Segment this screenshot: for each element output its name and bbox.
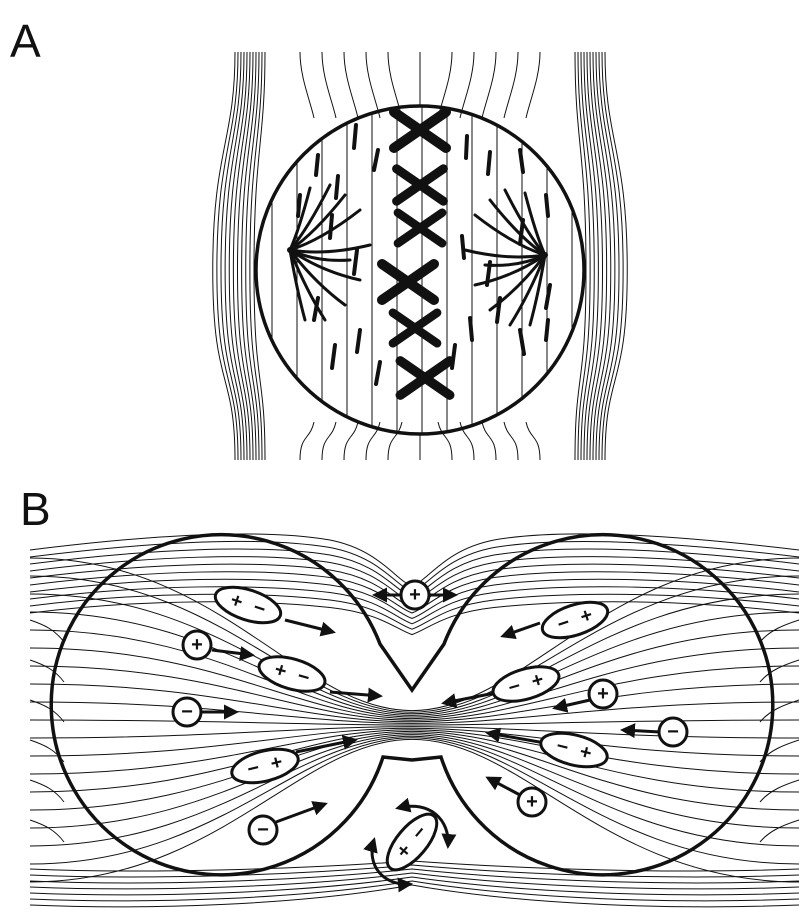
field-line-icon — [344, 52, 358, 118]
field-line-icon — [596, 52, 615, 460]
field-line-icon — [760, 700, 799, 722]
plus-sign: + — [597, 683, 609, 705]
field-line-icon — [504, 52, 518, 118]
field-line-icon — [504, 422, 518, 460]
field-line-icon — [30, 733, 799, 810]
arrow-icon — [276, 804, 325, 822]
field-line-icon — [30, 881, 799, 901]
panel-a-cell — [213, 52, 628, 460]
field-line-icon — [217, 52, 238, 460]
plus-sign: + — [409, 584, 421, 606]
chromosome-icon — [452, 345, 455, 368]
field-line-icon — [602, 52, 623, 460]
field-line-icon — [229, 52, 247, 460]
chromosome-icon — [336, 176, 338, 198]
chromosome-icon — [330, 215, 332, 238]
field-line-icon — [30, 660, 64, 682]
field-line-icon — [30, 612, 799, 715]
plus-sign: + — [191, 634, 203, 656]
field-line-icon — [438, 422, 452, 460]
dipole-ellipse — [255, 650, 329, 698]
minus-sign: − — [257, 819, 269, 841]
chromosome-icon — [332, 345, 335, 368]
arrow-icon — [212, 650, 252, 655]
field-line-icon — [482, 52, 496, 118]
panel-a-outer-field-lines — [213, 52, 628, 460]
chromosome-icon — [374, 150, 378, 170]
field-line-icon — [30, 684, 799, 722]
field-line-icon — [225, 52, 244, 460]
arrow-icon — [503, 623, 540, 636]
field-line-icon — [300, 422, 314, 460]
chromosome-icon — [462, 236, 464, 258]
panel-b-dividing-cell: ++−+−−++−−−+−+−++−++− — [30, 534, 799, 907]
dipole-icon: −+ — [537, 727, 610, 773]
chromosome-icon — [354, 250, 357, 274]
field-line-icon — [344, 422, 358, 460]
chromosome-icon — [298, 195, 300, 216]
field-line-icon — [593, 52, 611, 460]
field-line-icon — [30, 735, 799, 828]
dipole-ellipse — [228, 743, 301, 789]
field-line-icon — [388, 422, 402, 460]
field-line-icon — [300, 52, 314, 118]
chromosome-icon — [376, 362, 380, 384]
chromosome-icon — [520, 150, 523, 172]
arrow-icon — [444, 692, 500, 703]
field-line-icon — [366, 52, 380, 118]
field-line-icon — [322, 52, 336, 118]
minus-sign: − — [667, 721, 679, 743]
field-line-icon — [605, 52, 627, 460]
spindle-poles-group — [287, 185, 548, 325]
field-line-icon — [213, 52, 235, 460]
field-line-icon — [30, 820, 64, 842]
dipole-icon: −+ — [228, 743, 301, 789]
chromosomes-group — [298, 112, 550, 395]
field-line-icon — [526, 52, 540, 118]
field-line-icon — [760, 660, 799, 682]
field-line-icon — [460, 52, 474, 118]
dipole-ellipse — [537, 727, 610, 773]
field-line-icon — [760, 820, 799, 842]
arrow-icon — [330, 692, 380, 696]
arrow-icon — [285, 620, 333, 632]
field-line-icon — [526, 422, 540, 460]
chromosome-icon — [354, 125, 356, 148]
field-line-icon — [322, 422, 336, 460]
dipole-ellipse — [489, 660, 563, 708]
plus-sign: + — [526, 791, 538, 813]
field-line-icon — [30, 648, 799, 719]
chromosome-icon — [470, 318, 472, 340]
chromosome-icon — [466, 136, 467, 158]
arrow-icon — [488, 778, 520, 795]
chromosome-icon — [520, 330, 524, 354]
field-line-icon — [482, 422, 496, 460]
minus-sign: − — [181, 701, 193, 723]
dipole-icon: +− — [255, 650, 329, 698]
arrow-icon — [555, 700, 590, 708]
chromosome-icon — [488, 152, 490, 174]
field-line-icon — [30, 780, 64, 802]
chromosome-icon — [316, 155, 318, 175]
field-line-icon — [30, 700, 64, 722]
field-line-icon — [30, 885, 799, 907]
chromosome-icon — [546, 320, 548, 340]
chromosome-icon — [546, 195, 548, 216]
arrow-icon — [623, 730, 660, 732]
dipole-icon: −+ — [489, 660, 563, 708]
chromosome-icon — [357, 330, 360, 352]
